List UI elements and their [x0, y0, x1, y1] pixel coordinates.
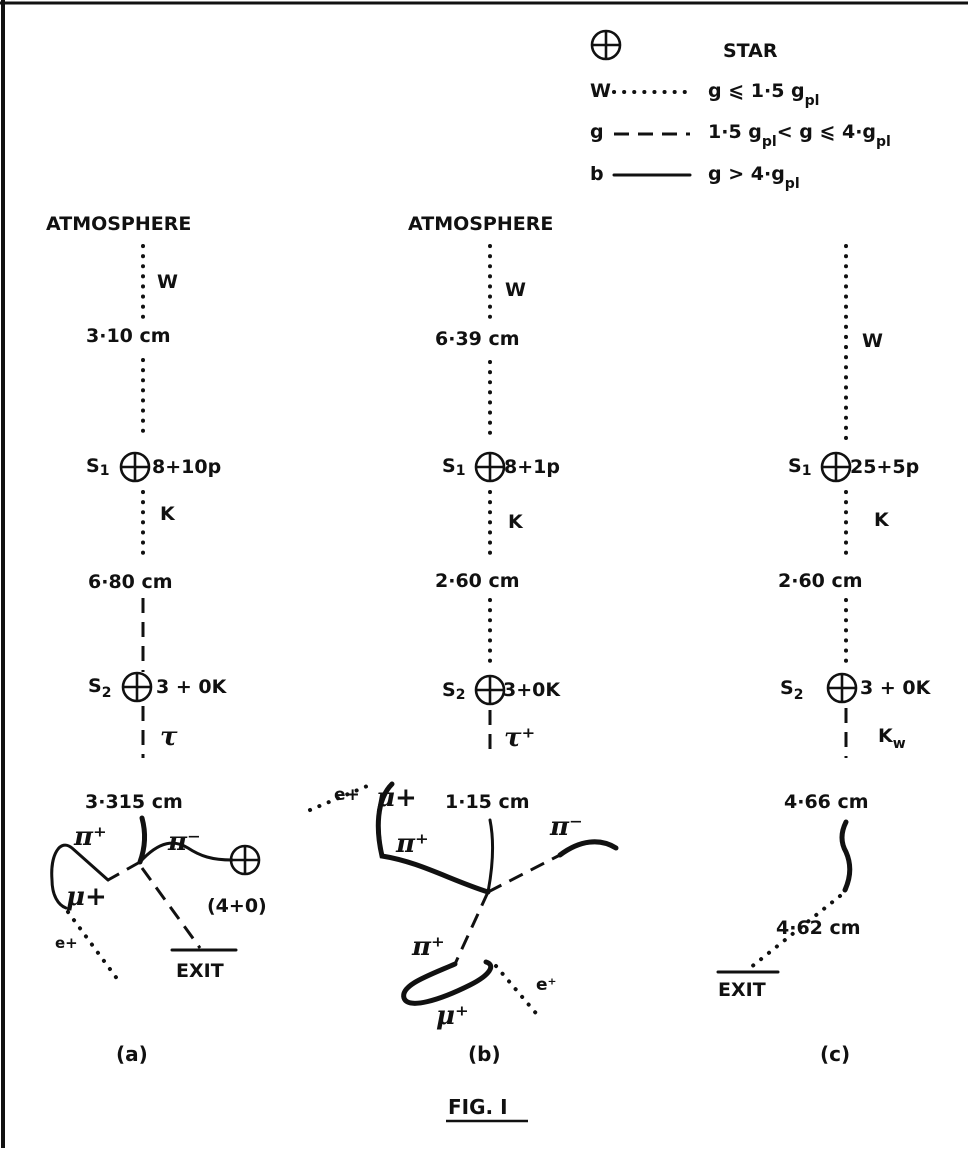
legend-b-condition: g > 4·gpl: [708, 163, 800, 192]
legend-star-icon: [590, 29, 622, 61]
panel-a-pi-minus-track: [138, 841, 234, 864]
panel-b-length-3: 1·15 cm: [445, 791, 530, 813]
panel-b-e-low-label: e⁺: [536, 975, 557, 995]
panel-a: ATMOSPHERE W 3·10 cm S1 8+10p K 6·80 cm …: [46, 213, 267, 1066]
panel-b-mu-low-label: μ⁺: [436, 1001, 469, 1031]
panel-b-mu-low-track: [401, 959, 494, 1006]
panel-a-s1-label: S1: [86, 455, 109, 479]
panel-c-s2-prongs: 3 + 0K: [860, 677, 932, 699]
panel-c-exit-label: EXIT: [718, 979, 766, 1001]
panel-b-star-s2-icon: [474, 674, 506, 706]
panel-b-e-top-label: e+: [334, 785, 360, 805]
panel-b-atmosphere: ATMOSPHERE: [408, 213, 553, 235]
panel-b-pi-minus-label: π⁻: [549, 812, 583, 842]
panel-b-s1-prongs: 8+1p: [504, 456, 560, 478]
panel-b-length-1: 6·39 cm: [435, 328, 520, 350]
panel-a-star-prongs: (4+0): [207, 895, 267, 917]
legend: STAR W g ⩽ 1·5 gpl g 1·5 gpl< g ⩽ 4·gpl …: [590, 29, 891, 192]
panel-b-pi-minus-dash: [487, 853, 561, 894]
panel-a-exit-track: [140, 867, 202, 949]
legend-g-condition: 1·5 gpl< g ⩽ 4·gpl: [708, 121, 891, 150]
panel-c-caption: (c): [820, 1042, 850, 1066]
panel-c-length-4: 4·62 cm: [776, 917, 861, 939]
panel-b-pi-plus-low-track: [453, 891, 490, 965]
panel-a-caption: (a): [116, 1042, 148, 1066]
panel-a-mu-track: [50, 843, 110, 910]
legend-g-key: g: [590, 121, 604, 143]
panel-a-length-1: 3·10 cm: [86, 325, 171, 347]
figure-title: FIG. I: [448, 1095, 508, 1119]
panel-a-exit-label: EXIT: [176, 960, 224, 982]
panel-c-kw-label: Kw: [878, 725, 906, 752]
panel-b-mu-top-label: μ+: [376, 783, 417, 813]
panel-a-pi-plus-track: [107, 860, 141, 882]
panel-c-star-s2-icon: [826, 672, 858, 704]
panel-b-length-2: 2·60 cm: [435, 570, 520, 592]
panel-b-pi-plus-low-label: π⁺: [411, 932, 445, 962]
panel-a-pi-minus-stem: [137, 815, 148, 865]
legend-w-key: W: [590, 80, 611, 102]
panel-a-s2-prongs: 3 + 0K: [156, 676, 228, 698]
panel-b-pi-plus-track: [375, 781, 491, 895]
panel-c-length-3: 4·66 cm: [784, 791, 869, 813]
panel-b-caption: (b): [468, 1042, 501, 1066]
legend-w-condition: g ⩽ 1·5 gpl: [708, 80, 819, 109]
panel-c: W S1 25+5p K 2·60 cm S2 3 + 0K Kw 4·66 c…: [716, 244, 932, 1066]
panel-a-length-3: 3·315 cm: [85, 791, 183, 813]
panel-c-star-s1-icon: [820, 451, 852, 483]
panel-c-length-2: 2·60 cm: [778, 570, 863, 592]
panel-b-pi-minus-track: [557, 839, 619, 858]
panel-c-exit-track: [748, 894, 842, 970]
panel-c-s1-label: S1: [788, 455, 811, 479]
panel-b: ATMOSPHERE W 6·39 cm S1 8+1p K 2·60 cm S…: [308, 213, 619, 1066]
panel-b-w-label: W: [505, 279, 526, 301]
panel-a-k-label: K: [160, 503, 176, 525]
panel-a-pi-minus-label: π⁻: [167, 827, 201, 857]
panel-a-e-track: [66, 910, 120, 982]
panel-a-atmosphere: ATMOSPHERE: [46, 213, 191, 235]
panel-b-pi-plus-label: π⁺: [395, 829, 429, 859]
panel-b-k-label: K: [508, 511, 524, 533]
legend-star-label: STAR: [723, 40, 778, 62]
panel-a-mu-label: μ+: [66, 882, 107, 912]
panel-c-stopping-track: [839, 819, 853, 893]
panel-a-w-label: W: [157, 271, 178, 293]
panel-a-e-label: e+: [55, 934, 78, 952]
panel-b-e-top-track: [308, 782, 374, 812]
panel-a-length-2: 6·80 cm: [88, 571, 173, 593]
panel-c-s2-label: S2: [780, 677, 803, 703]
panel-a-tau-label: τ: [160, 722, 178, 752]
panel-b-s1-label: S1: [442, 455, 465, 479]
panel-a-s1-prongs: 8+10p: [152, 456, 221, 478]
panel-a-s2-label: S2: [88, 675, 111, 701]
panel-b-main-stem: [486, 818, 495, 894]
panel-a-star-s1-icon: [119, 451, 151, 483]
panel-c-w-label: W: [862, 330, 883, 352]
panel-c-s1-prongs: 25+5p: [850, 456, 919, 478]
panel-b-tau-label: τ⁺: [504, 723, 535, 753]
legend-b-key: b: [590, 163, 604, 185]
panel-a-pi-plus-label: π⁺: [73, 822, 107, 852]
panel-a-star-end-icon: [229, 844, 261, 876]
panel-a-star-s2-icon: [121, 671, 153, 703]
panel-b-s2-label: S2: [442, 679, 465, 703]
panel-b-star-s1-icon: [474, 451, 506, 483]
panel-b-e-low-track: [494, 964, 542, 1020]
panel-c-k-label: K: [874, 509, 890, 531]
panel-b-s2-prongs: 3+0K: [503, 679, 561, 701]
